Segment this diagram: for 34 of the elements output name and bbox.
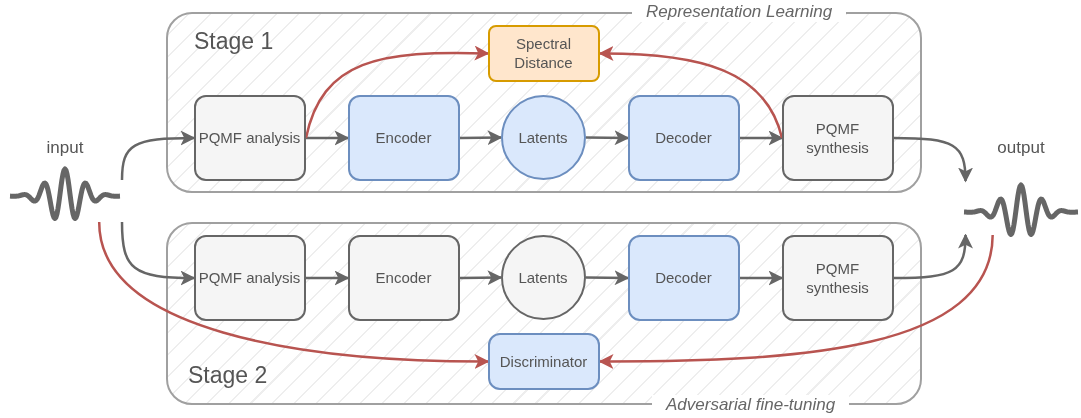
- process-box: Decoder: [627, 94, 740, 181]
- arrow: [586, 130, 630, 146]
- process-box: Decoder: [627, 234, 740, 321]
- signal-label: input: [45, 138, 85, 157]
- stage-heading: Stage 1: [194, 28, 274, 55]
- process-box: PQMF synthesis: [781, 234, 894, 321]
- process-box: Discriminator: [487, 332, 600, 390]
- arrow: [306, 270, 350, 286]
- arrow: [460, 270, 503, 286]
- arrow: [304, 45, 490, 139]
- process-box: PQMF synthesis: [781, 94, 894, 181]
- arrow: [97, 221, 490, 369]
- panel-title: Adversarial fine-tuning: [652, 395, 850, 415]
- arrow: [740, 130, 784, 146]
- signal-label: output: [996, 138, 1046, 157]
- latents-circle: Latents: [500, 234, 586, 320]
- arrow: [306, 130, 350, 146]
- arrow: [120, 130, 196, 181]
- stage-heading: Stage 2: [188, 362, 268, 389]
- panel-title: Representation Learning: [632, 2, 847, 22]
- arrow: [586, 270, 630, 286]
- arrow: [460, 130, 503, 146]
- arrow: [894, 136, 973, 183]
- process-box: Encoder: [347, 234, 460, 321]
- arrow: [894, 233, 973, 280]
- arrow: [598, 46, 784, 139]
- arrow: [120, 221, 196, 286]
- process-box: PQMF analysis: [193, 234, 306, 321]
- process-box: Spectral Distance: [487, 24, 600, 82]
- arrow: [740, 270, 784, 286]
- arrow: [598, 234, 994, 369]
- process-box: PQMF analysis: [193, 94, 306, 181]
- latents-circle: Latents: [500, 94, 586, 180]
- process-box: Encoder: [347, 94, 460, 181]
